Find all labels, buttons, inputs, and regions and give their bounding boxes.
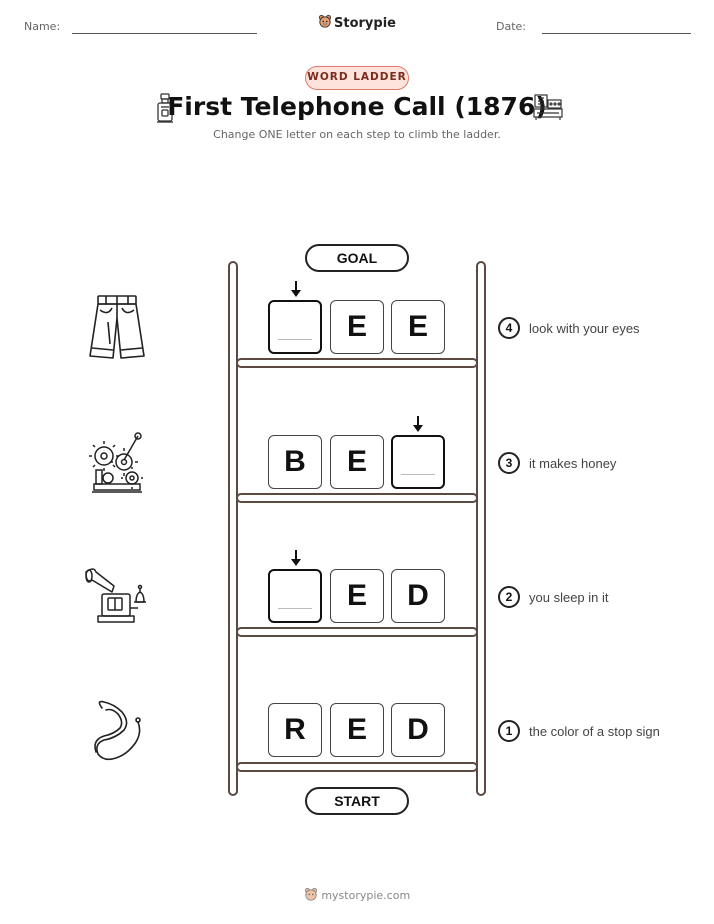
letter-tile-blank[interactable] <box>391 435 445 489</box>
goal-label: GOAL <box>305 244 409 272</box>
clue-text: it makes honey <box>529 456 617 471</box>
step-number: 2 <box>498 586 520 608</box>
letter-tile: R <box>268 703 322 757</box>
page-title: First Telephone Call (1876) <box>167 92 547 121</box>
storypie-logo-icon <box>318 14 332 33</box>
clue-text: look with your eyes <box>529 321 640 336</box>
letter-tile: B <box>268 435 322 489</box>
subtitle: Change ONE letter on each step to climb … <box>213 128 501 141</box>
clue-text: the color of a stop sign <box>529 724 660 739</box>
phonograph-icon <box>84 566 150 631</box>
ladder-rung <box>236 762 478 772</box>
footer-url[interactable]: mystorypie.com <box>321 889 411 902</box>
down-arrow-icon <box>412 415 424 433</box>
footer: mystorypie.com <box>0 887 714 905</box>
down-arrow-icon <box>290 280 302 298</box>
letter-tile-blank[interactable] <box>268 569 322 623</box>
date-line[interactable] <box>542 33 691 34</box>
switchboard-icon <box>532 92 564 127</box>
letter-tile: E <box>330 703 384 757</box>
brand: Storypie <box>0 14 714 33</box>
step-number: 3 <box>498 452 520 474</box>
brand-name: Storypie <box>334 16 396 31</box>
date-label: Date: <box>496 20 526 33</box>
candlestick-phone-icon <box>153 92 177 129</box>
start-label: START <box>305 787 409 815</box>
word-ladder-badge: WORD LADDER <box>305 66 409 90</box>
ladder-rung <box>236 358 478 368</box>
shorts-icon <box>88 294 146 367</box>
cord-icon <box>92 698 144 769</box>
letter-tile: E <box>330 435 384 489</box>
down-arrow-icon <box>290 549 302 567</box>
ladder-left-rail <box>228 261 238 796</box>
letter-tile: D <box>391 703 445 757</box>
gear-machine-icon <box>86 430 148 501</box>
storypie-logo-icon <box>304 887 318 905</box>
letter-tile: D <box>391 569 445 623</box>
ladder-rung <box>236 627 478 637</box>
ladder-rung <box>236 493 478 503</box>
letter-tile-blank[interactable] <box>268 300 322 354</box>
clue-text: you sleep in it <box>529 590 609 605</box>
step-number: 4 <box>498 317 520 339</box>
name-line[interactable] <box>72 33 257 34</box>
name-label: Name: <box>24 20 61 33</box>
step-number: 1 <box>498 720 520 742</box>
letter-tile: E <box>330 300 384 354</box>
ladder-right-rail <box>476 261 486 796</box>
letter-tile: E <box>391 300 445 354</box>
letter-tile: E <box>330 569 384 623</box>
